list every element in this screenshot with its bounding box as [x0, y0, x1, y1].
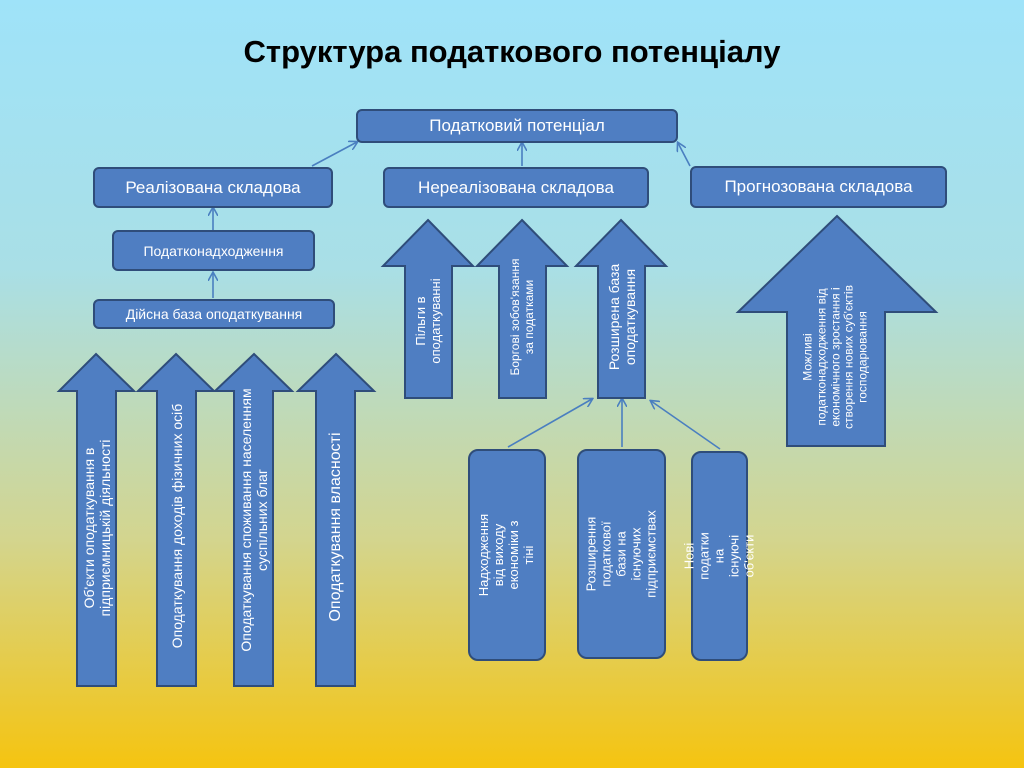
- arrow-expanded-base: [573, 218, 669, 399]
- tax-potential-box: Податковий потенціал: [356, 109, 678, 143]
- existing-enterprises-label: Розширення податкової бази на існуючих п…: [583, 510, 658, 598]
- arrow-property-label: Оподаткування власності: [326, 432, 344, 622]
- arrow-tax-debts: [474, 218, 570, 399]
- forecast-component-box: Прогнозована складова: [690, 166, 947, 208]
- connector-realized-to-root: [311, 142, 357, 167]
- arrow-tax-benefits: [380, 218, 476, 399]
- arrow-forecast-label: Можливі податконадходження від економічн…: [800, 285, 870, 429]
- unrealized-component-box: Нереалізована складова: [383, 167, 649, 208]
- unrealized-component-label: Нереалізована складова: [418, 177, 614, 197]
- realized-component-label: Реалізована складова: [125, 177, 301, 197]
- existing-enterprises-box: Розширення податкової бази на існуючих п…: [577, 449, 666, 659]
- actual-tax-base-label: Дійсна база оподаткування: [125, 306, 303, 322]
- arrow-property: [295, 352, 377, 687]
- connector-forecast-to-root: [678, 143, 691, 167]
- shadow-economy-box: Надходження від виходу економіки з тіні: [468, 449, 546, 661]
- arrow-personal-income: [135, 352, 217, 687]
- arrow-public-goods: [212, 352, 295, 687]
- new-taxes-label: Нові податки на існуючі об'єкти: [681, 532, 756, 580]
- tax-potential-label: Податковий потенціал: [429, 116, 605, 135]
- tax-receipts-box: Податконадходження: [112, 230, 315, 271]
- arrow-business-objects-label: Об'єкти оподаткування в підприємницькій …: [80, 439, 113, 617]
- actual-tax-base-box: Дійсна база оподаткування: [93, 299, 335, 329]
- arrow-personal-income-label: Оподаткування доходів фізичних осіб: [168, 403, 185, 649]
- page-title: Структура податкового потенціалу: [243, 34, 781, 69]
- connector-newtax-to-expanded: [651, 401, 721, 450]
- new-taxes-box: Нові податки на існуючі об'єкти: [681, 451, 756, 661]
- arrow-tax-debts-label: Боргові зобов'язання за податками: [508, 258, 536, 376]
- arrow-business-objects: [56, 352, 137, 687]
- arrow-tax-benefits-label: Пільги в оподаткуванні: [413, 278, 443, 364]
- arrow-forecast: [735, 214, 939, 447]
- tax-receipts-label: Податконадходження: [143, 242, 284, 259]
- arrow-public-goods-label: Оподаткування споживання населенням сусп…: [237, 388, 270, 652]
- realized-component-box: Реалізована складова: [93, 167, 333, 208]
- arrow-expanded-base-label: Розширена база оподаткування: [605, 263, 638, 371]
- connector-shadow-to-expanded: [507, 399, 592, 448]
- forecast-component-label: Прогнозована складова: [724, 177, 913, 196]
- shadow-economy-label: Надходження від виходу економіки з тіні: [476, 513, 536, 597]
